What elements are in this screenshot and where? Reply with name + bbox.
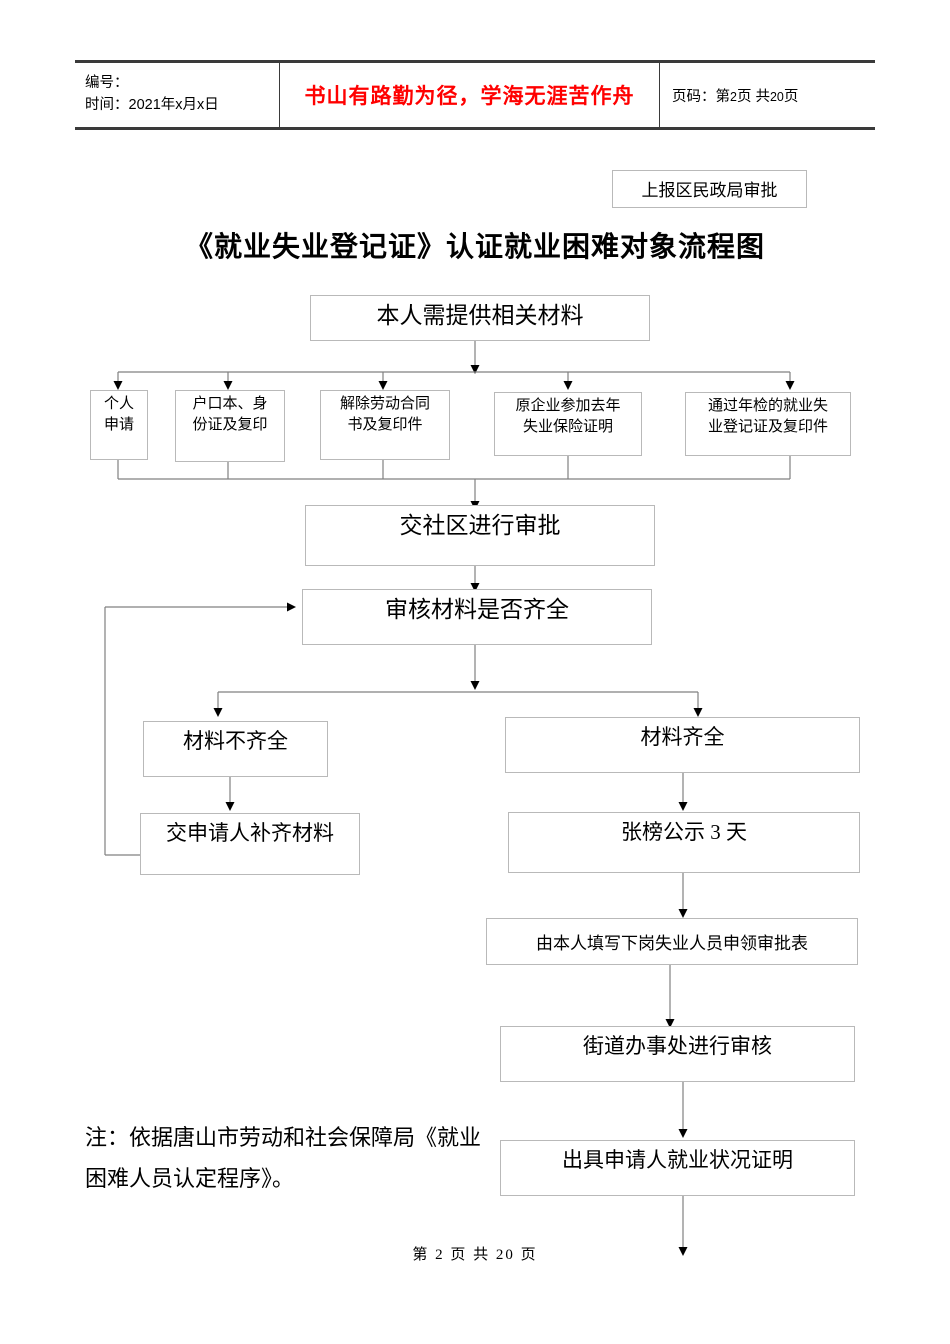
flow-box-materials-incomplete: 材料不齐全 (143, 721, 328, 777)
flow-box-label: 解除劳动合同 书及复印件 (339, 396, 430, 434)
flow-box-submit-to-community: 交社区进行审批 (305, 505, 655, 566)
header-id-time-cell: 编号： 时间：2021年x月x日 (75, 63, 280, 127)
header-page-prefix: 页码：第 (672, 88, 730, 105)
footer-suffix: 页 (520, 1247, 538, 1263)
flow-box-report-to-civil-affairs: 上报区民政局审批 (612, 170, 807, 208)
flow-box-provide-materials: 本人需提供相关材料 (310, 295, 650, 341)
footer-total-pages: 20 (495, 1247, 515, 1263)
footnote: 注：依据唐山市劳动和社会保障局《就业困难人员认定程序》。 (85, 1125, 482, 1191)
flow-box-label: 户口本、身 份证及复印 (192, 396, 268, 434)
flow-box-label: 出具申请人就业状况证明 (562, 1148, 793, 1172)
flow-box-label: 街道办事处进行审核 (583, 1034, 772, 1058)
footer-current-page: 2 (435, 1247, 445, 1263)
header-label-number: 编号： (85, 75, 129, 92)
flow-box-label: 交申请人补齐材料 (166, 821, 334, 845)
page-header-table: 编号： 时间：2021年x月x日 书山有路勤为径，学海无涯苦作舟 页码：第2页 … (75, 60, 875, 130)
footer-mid: 页 共 (450, 1247, 491, 1263)
flow-box-label: 上报区民政局审批 (641, 181, 778, 201)
flow-box-label: 个人 申请 (103, 396, 134, 434)
flow-box-issue-employment-certificate: 出具申请人就业状况证明 (500, 1140, 855, 1196)
header-page-current: 2 (730, 89, 737, 104)
flow-box-label: 本人需提供相关材料 (376, 303, 584, 328)
flow-box-material-5: 通过年检的就业失 业登记证及复印件 (685, 392, 851, 456)
flow-box-material-4: 原企业参加去年 失业保险证明 (494, 392, 642, 456)
flow-box-decision-materials-complete: 审核材料是否齐全 (302, 589, 652, 645)
flow-box-material-1: 个人 申请 (90, 390, 148, 460)
flow-box-public-notice: 张榜公示 3 天 (508, 812, 860, 873)
header-label-time: 时间：2021年x月x日 (85, 97, 219, 113)
header-page-suffix: 页 (783, 88, 799, 105)
flow-box-return-to-applicant: 交申请人补齐材料 (140, 813, 360, 875)
header-slogan: 书山有路勤为径，学海无涯苦作舟 (304, 84, 635, 108)
flow-box-label: 原企业参加去年 失业保险证明 (515, 398, 621, 436)
header-page-total: 20 (769, 89, 784, 104)
flow-box-label: 材料齐全 (640, 725, 725, 749)
flow-box-label: 通过年检的就业失 业登记证及复印件 (707, 398, 828, 436)
flow-box-label: 材料不齐全 (183, 729, 288, 753)
flow-box-label: 交社区进行审批 (399, 513, 561, 538)
page-title: 《就业失业登记证》认证就业困难对象流程图 (184, 232, 765, 263)
header-pagination: 页码：第2页 共20页 (672, 85, 865, 106)
flow-box-material-2: 户口本、身 份证及复印 (175, 390, 285, 462)
header-page-mid: 页 共 (736, 88, 770, 105)
page-footer: 第 2 页 共 20 页 (0, 1243, 950, 1264)
flow-box-materials-complete: 材料齐全 (505, 717, 860, 773)
flow-box-label: 审核材料是否齐全 (385, 597, 569, 622)
header-pagination-cell: 页码：第2页 共20页 (660, 63, 875, 127)
header-slogan-cell: 书山有路勤为径，学海无涯苦作舟 (280, 63, 660, 127)
flow-box-material-3: 解除劳动合同 书及复印件 (320, 390, 450, 460)
flow-box-fill-application-form: 由本人填写下岗失业人员申领审批表 (486, 918, 858, 965)
footer-prefix: 第 (412, 1247, 430, 1263)
flow-box-label: 张榜公示 3 天 (621, 820, 747, 844)
flow-box-label: 由本人填写下岗失业人员申领审批表 (536, 933, 808, 953)
flow-box-street-office-review: 街道办事处进行审核 (500, 1026, 855, 1082)
